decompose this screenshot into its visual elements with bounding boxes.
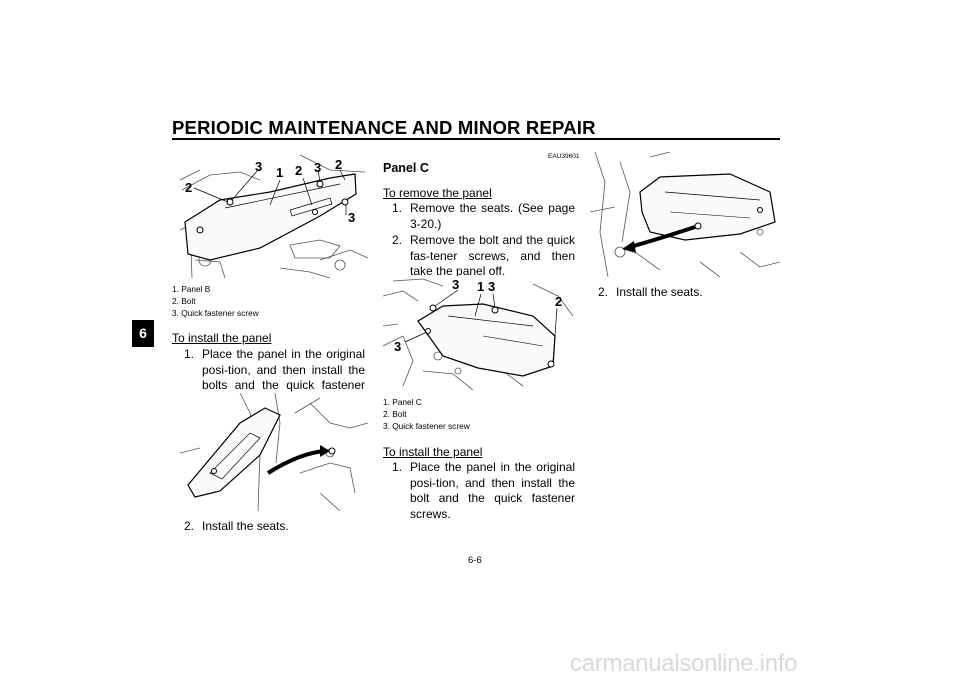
install-seats-step-c: 2. Install the seats. — [598, 285, 779, 303]
panel-b-illustration: 3 1 2 3 2 2 3 — [179, 154, 369, 279]
step-number: 1. — [184, 347, 195, 361]
caption-line: 3. Quick fastener screw — [172, 308, 259, 318]
callout: 3 — [255, 159, 262, 174]
callout: 1 — [477, 279, 484, 294]
install-step-b-1: 1. Place the panel in the original posi-… — [184, 347, 365, 408]
step-number: 1. — [392, 460, 403, 474]
callout: 3 — [314, 160, 321, 175]
figure-panel-c: 3 1 3 2 3 — [382, 276, 575, 391]
footer-watermark: carmanualsonline.info — [570, 650, 798, 677]
header-rule — [172, 138, 780, 140]
install-b-illustration — [179, 392, 369, 512]
callout: 2 — [335, 157, 342, 172]
remove-step-c-2: 2. Remove the bolt and the quick fas-ten… — [392, 233, 575, 280]
step-text: Remove the bolt and the quick fas-tener … — [410, 233, 575, 278]
callout: 3 — [452, 277, 459, 292]
caption-line: 2. Bolt — [383, 409, 407, 419]
chapter-tab: 6 — [132, 320, 154, 347]
figure-install-b — [179, 392, 369, 512]
step-number: 2. — [598, 285, 609, 299]
install-c-illustration — [589, 151, 781, 278]
callout: 2 — [555, 294, 562, 309]
figure-caption-c: 1. Panel C 2. Bolt 3. Quick fastener scr… — [383, 396, 583, 432]
callout: 3 — [488, 279, 495, 294]
callout: 2 — [295, 163, 302, 178]
caption-line: 2. Bolt — [172, 296, 196, 306]
callout: 1 — [276, 165, 283, 180]
install-step-c-1: 1. Place the panel in the original posi-… — [392, 460, 575, 521]
page-header-title: PERIODIC MAINTENANCE AND MINOR REPAIR — [172, 117, 596, 138]
figure-panel-b: 3 1 2 3 2 2 3 — [179, 150, 370, 279]
callout: 3 — [394, 339, 401, 354]
step-number: 1. — [392, 201, 403, 215]
step-text: Install the seats. — [616, 285, 703, 299]
install-heading-b: To install the panel — [172, 331, 272, 345]
step-number: 2. — [184, 519, 195, 533]
section-title-panel-c: Panel C — [383, 161, 429, 175]
step-text: Place the panel in the original posi-tio… — [202, 347, 365, 408]
step-text: Remove the seats. (See page 3-20.) — [410, 201, 575, 231]
figure-caption-b: 1. Panel B 2. Bolt 3. Quick fastener scr… — [172, 283, 372, 319]
caption-line: 3. Quick fastener screw — [383, 421, 470, 431]
remove-step-c-1: 1. Remove the seats. (See page 3-20.) — [392, 201, 575, 232]
callout: 3 — [348, 210, 355, 225]
page-number: 6-6 — [468, 555, 482, 566]
figure-install-c — [589, 151, 782, 278]
step-text: Install the seats. — [202, 519, 289, 533]
step-number: 2. — [392, 233, 403, 247]
section-code: EAU39601 — [548, 153, 580, 160]
caption-line: 1. Panel C — [383, 397, 422, 407]
panel-c-illustration: 3 1 3 2 3 — [382, 277, 574, 391]
install-heading-c: To install the panel — [383, 445, 483, 459]
caption-line: 1. Panel B — [172, 284, 211, 294]
install-seats-step-b: 2. Install the seats. — [184, 519, 365, 537]
step-text: Place the panel in the original posi-tio… — [410, 460, 575, 521]
remove-heading-c: To remove the panel — [383, 186, 492, 200]
callout: 2 — [185, 180, 192, 195]
